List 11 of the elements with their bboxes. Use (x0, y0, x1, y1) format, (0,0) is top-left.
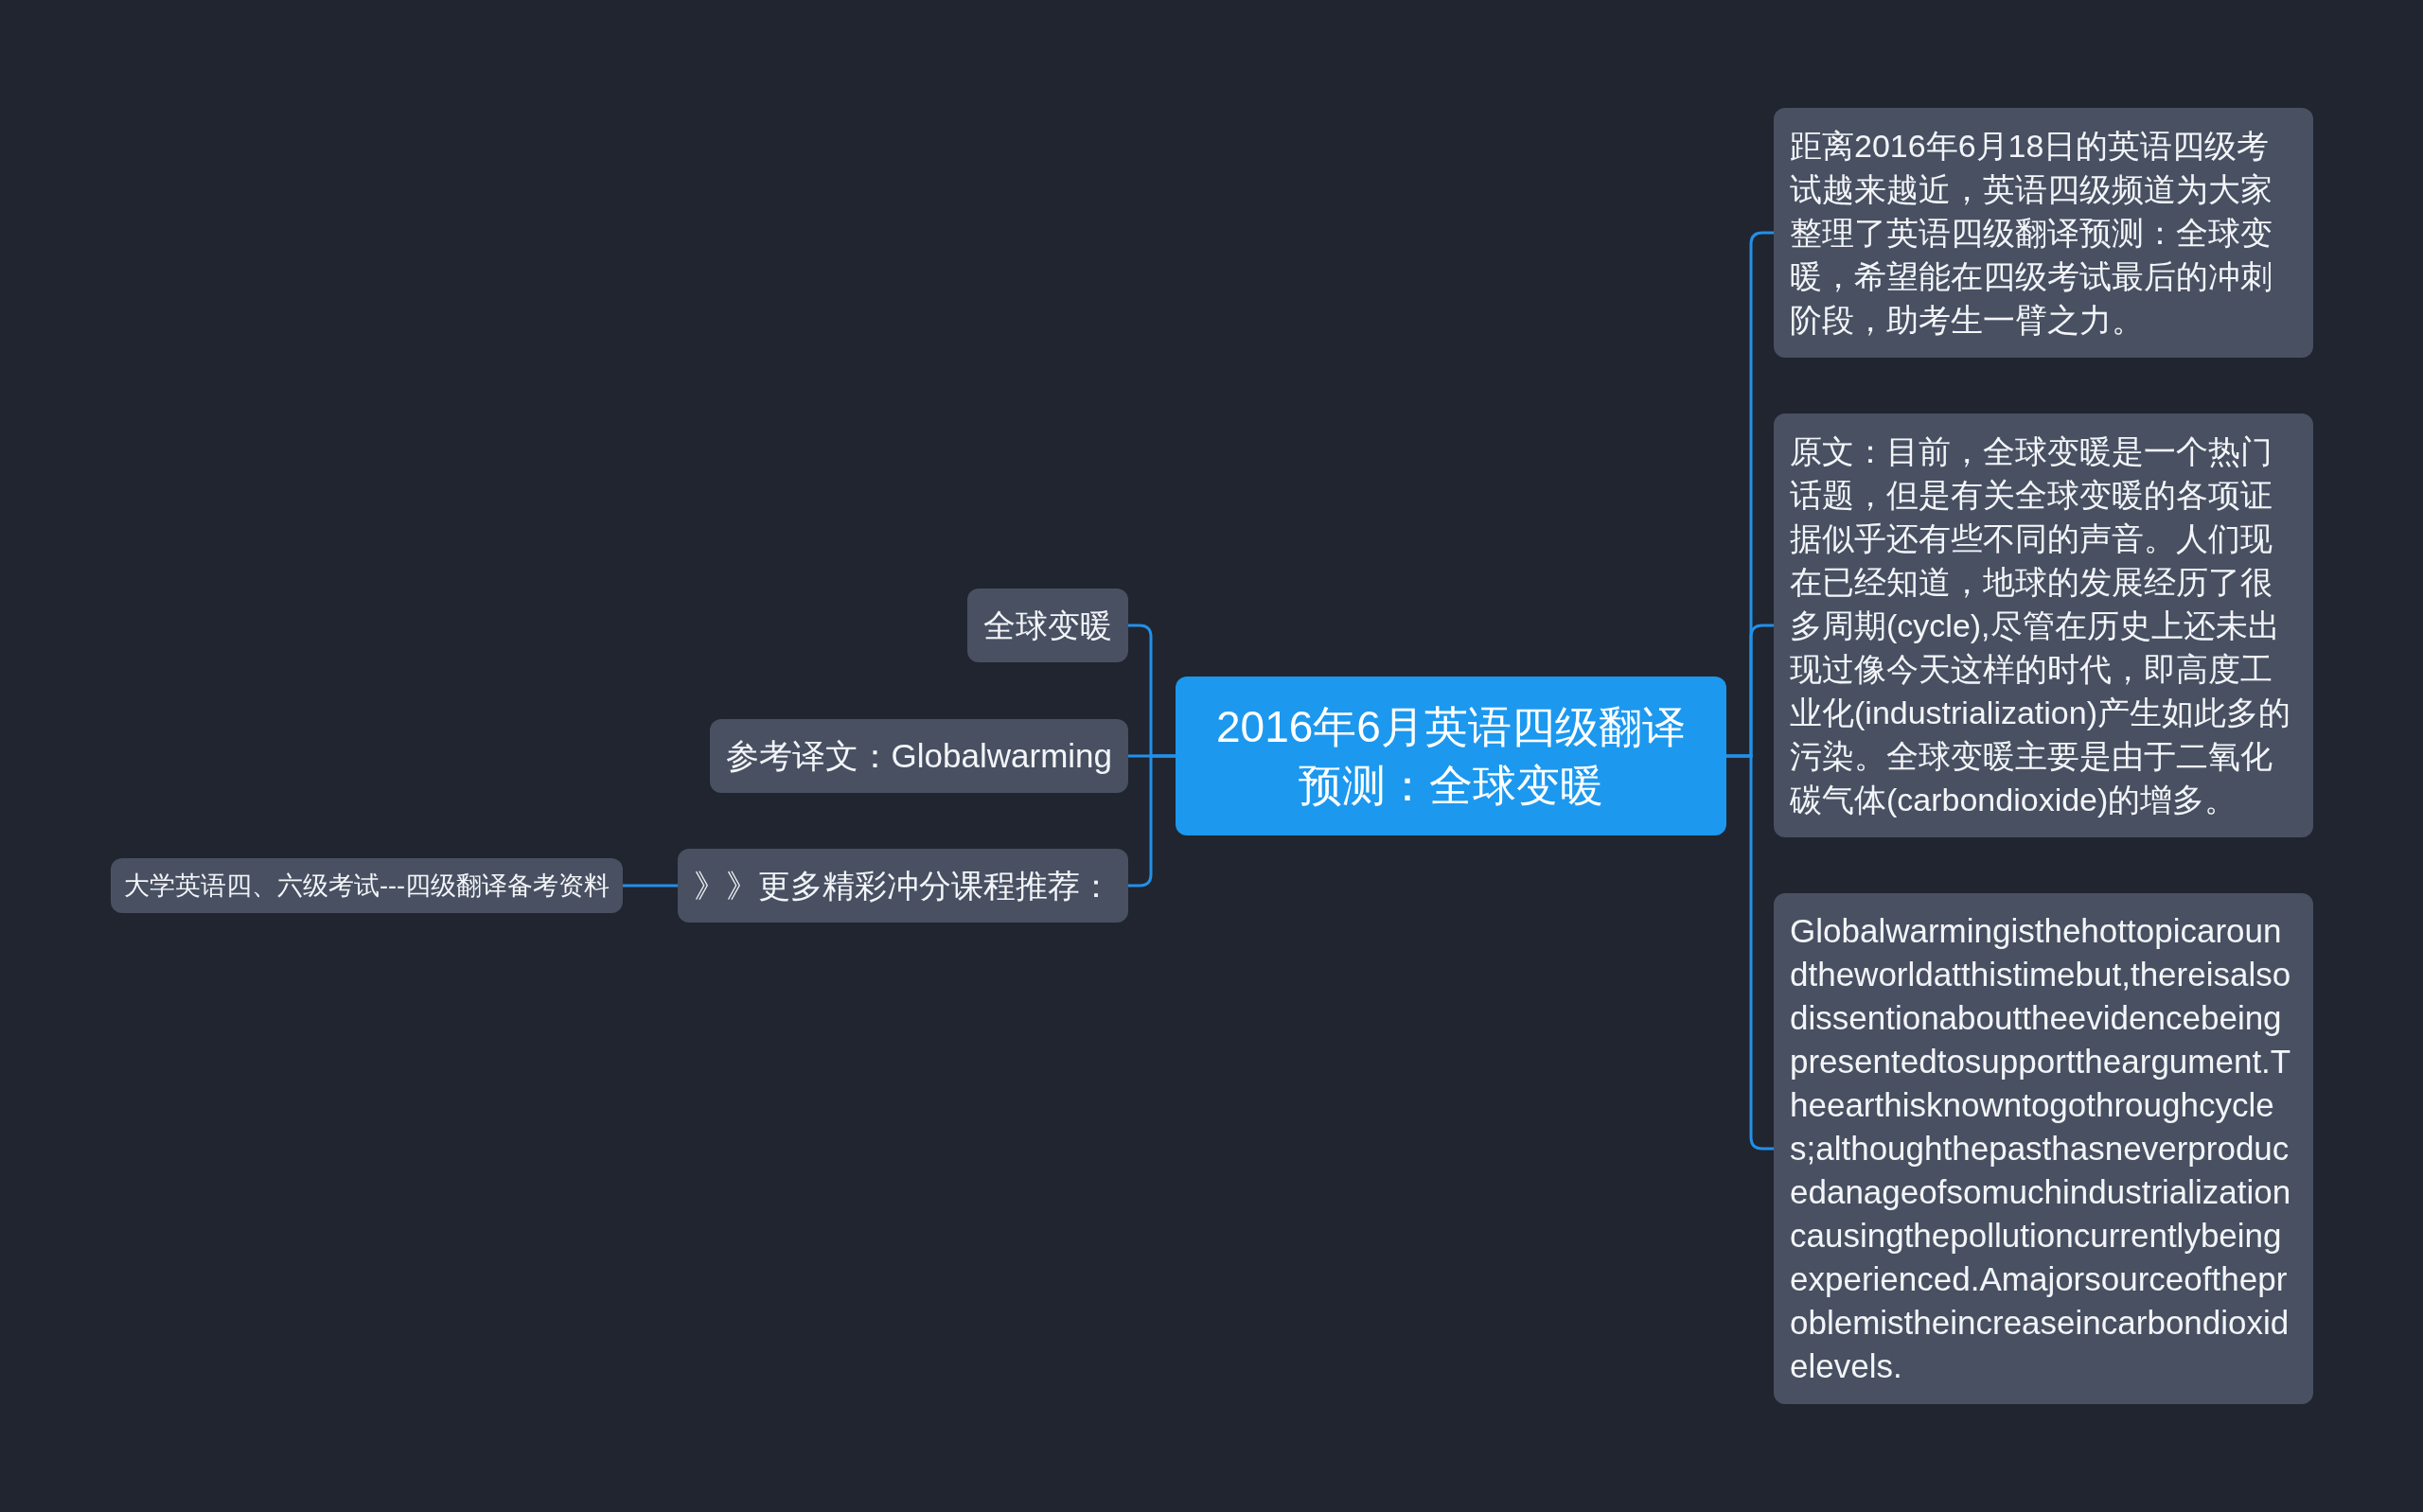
connector-line (623, 884, 678, 888)
topic-box: 全球变暖 (967, 589, 1128, 662)
topic-box: 大学英语四、六级考试---四级翻译备考资料 (111, 858, 623, 913)
note-box: 距离2016年6月18日的英语四级考试越来越近，英语四级频道为大家整理了英语四级翻译预测：全球变暖，希望能在四级考试最后的冲刺阶段，助考生一臂之力。 (1774, 108, 2313, 358)
topic-box: 》》更多精彩冲分课程推荐： (678, 849, 1128, 923)
note-box: 原文：目前，全球变暖是一个热门话题，但是有关全球变暖的各项证据似乎还有些不同的声音。人们现在已经知道，地球的发展经历了很多周期(cycle),尽管在历史上还未出现过像今天这样的时代，即高度工业化(industrialization)产生如此多的污染。全球变暖主要是由于二氧化碳气体(carbondioxide)的增多。 (1774, 413, 2313, 837)
connector-line (1128, 754, 1176, 888)
topic-box: 参考译文：Globalwarming (709, 719, 1128, 793)
note-box: Globalwarmingisthehottopicaroundtheworldatthistimebut,thereisalsodissentionabouttheevidencebeingpresentedtosupporttheargument.Theearthisknowntogothroughcycles;althoughthepasthasneverproducedanageofsomuchindustrializationcausingthepollutioncurrentlybeingexperienced.Amajorsourceoftheproblemistheincreaseincarbondioxidelevels. (1774, 893, 2313, 1404)
connector-line (1726, 754, 1774, 1151)
central-topic-box: 2016年6月英语四级翻译预测：全球变暖 (1176, 677, 1726, 835)
